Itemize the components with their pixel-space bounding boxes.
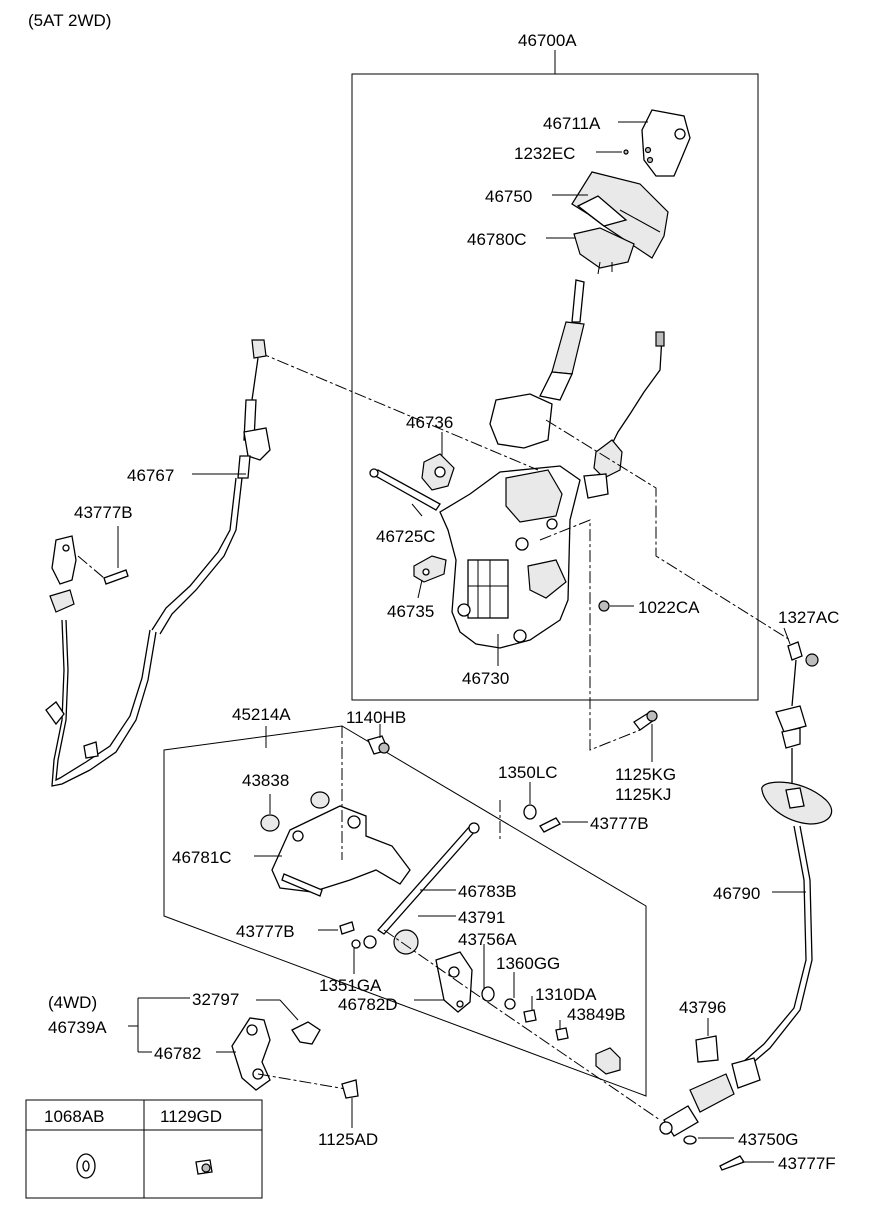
bracket-46781C	[271, 805, 411, 897]
label-46736: 46736	[406, 413, 453, 432]
clip-43777B-left	[103, 569, 129, 585]
washer-1360GG	[504, 998, 516, 1010]
leader-line	[257, 1073, 353, 1091]
label-43750G: 43750G	[738, 1130, 799, 1149]
bolt-1129GD-icon	[195, 1159, 213, 1175]
clip-32797	[291, 1021, 321, 1045]
clip-46735-part	[413, 555, 447, 583]
lever-46782D	[435, 951, 473, 1013]
label-1232EC: 1232EC	[514, 144, 575, 163]
label-46725C: 46725C	[376, 527, 436, 546]
label-1360GG: 1360GG	[496, 954, 560, 973]
leader-line	[539, 519, 641, 751]
label-43777B-left: 43777B	[74, 503, 133, 522]
label-43838: 43838	[242, 771, 289, 790]
label-43777B-right: 43777B	[590, 814, 649, 833]
label-46730: 46730	[462, 669, 509, 688]
variant-label: (5AT 2WD)	[28, 11, 111, 30]
label-46767: 46767	[127, 466, 174, 485]
rod-46783B	[377, 822, 480, 935]
leader-line	[77, 555, 105, 579]
leader-line	[383, 929, 661, 1121]
label-1327AC: 1327AC	[778, 608, 839, 627]
label-46783B: 46783B	[458, 882, 517, 901]
pivot-pin-part	[369, 468, 441, 511]
washer-1351GA	[351, 939, 361, 949]
label-1125KG: 1125KG	[615, 765, 676, 784]
bolt-1140HB	[367, 735, 390, 755]
washer-43756A	[481, 986, 495, 1002]
label-32797: 32797	[192, 990, 239, 1009]
lever-46782	[231, 1017, 271, 1091]
label-43796: 43796	[679, 998, 726, 1017]
label-46735: 46735	[387, 602, 434, 621]
label-43756A: 43756A	[458, 930, 517, 949]
label-46739A: 46739A	[48, 1018, 107, 1037]
label-46750: 46750	[485, 187, 532, 206]
label-1125KJ: 1125KJ	[615, 785, 671, 804]
clip-43777B-right	[539, 817, 561, 833]
clip-43777B-mid	[339, 921, 355, 935]
variant-4wd-label: (4WD)	[48, 993, 97, 1012]
label-46700A: 46700A	[518, 31, 577, 50]
shifter-base-part	[439, 393, 581, 649]
bezel-part	[573, 227, 635, 275]
label-46790: 46790	[713, 884, 760, 903]
clip-43796	[695, 1035, 719, 1063]
label-43849B: 43849B	[567, 1005, 626, 1024]
shift-knob-part	[641, 109, 691, 177]
label-1140HB: 1140HB	[346, 708, 406, 727]
bracket-assembly-box	[163, 725, 647, 1097]
label-1310DA: 1310DA	[535, 985, 597, 1004]
label-45214A: 45214A	[232, 705, 291, 724]
detent-spring-part	[421, 453, 455, 491]
bushing-43838	[260, 791, 330, 832]
label-43777B-mid: 43777B	[236, 922, 295, 941]
label-46782D: 46782D	[338, 995, 398, 1014]
shifter-assembly-box	[351, 50, 759, 701]
leader-line	[545, 419, 791, 641]
leader-line	[257, 351, 539, 471]
label-46780C: 46780C	[467, 230, 527, 249]
nut-1022CA	[598, 600, 610, 612]
label-43791: 43791	[458, 908, 505, 927]
label-1022CA: 1022CA	[638, 598, 700, 617]
bushing-43791	[363, 929, 419, 955]
nut-43849B	[555, 1027, 621, 1075]
washer-43750G	[683, 1135, 697, 1145]
shift-cable-46767	[45, 339, 271, 787]
shift-lever-part	[539, 279, 585, 401]
bolt-1125AD	[341, 1079, 359, 1099]
label-1350LC: 1350LC	[498, 763, 558, 782]
bolt-1125KG	[633, 710, 658, 731]
table-header-1068AB: 1068AB	[44, 1107, 105, 1126]
label-46711A: 46711A	[543, 114, 601, 133]
table-header-1129GD: 1129GD	[160, 1107, 222, 1126]
hardware-table	[25, 1099, 263, 1199]
shift-cable-46790	[659, 641, 833, 1137]
washer-1350LC	[523, 804, 537, 820]
label-46782: 46782	[154, 1044, 201, 1063]
nut-1310DA	[523, 1009, 537, 1023]
label-43777F: 43777F	[778, 1154, 836, 1173]
clip-43777F	[719, 1155, 745, 1171]
label-1351GA: 1351GA	[319, 976, 382, 995]
label-46781C: 46781C	[172, 848, 232, 867]
screw-1232EC	[623, 149, 629, 155]
indicator-cover-part	[571, 171, 669, 259]
label-1125AD: 1125AD	[318, 1130, 378, 1149]
wiring-harness-part	[583, 331, 665, 499]
